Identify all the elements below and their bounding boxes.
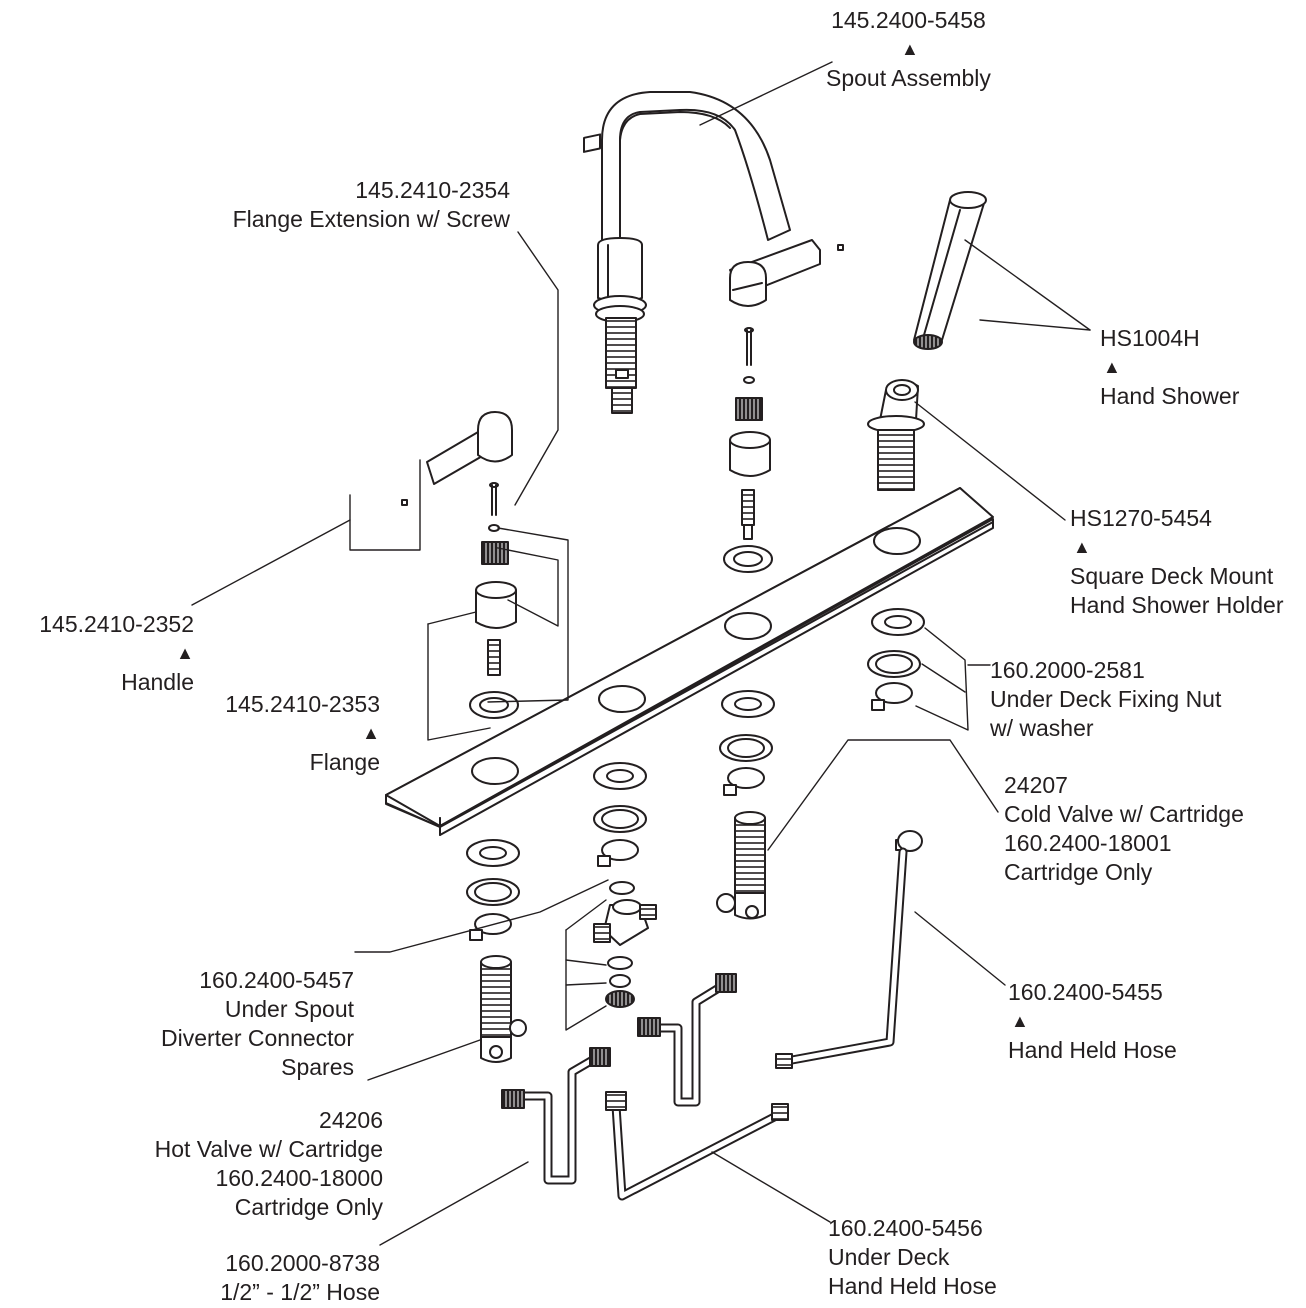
part-number: 160.2000-2581: [990, 657, 1145, 683]
part-description: Cartridge Only: [234, 1194, 383, 1220]
hand-shower: [913, 191, 987, 350]
leader-lines: [191, 61, 1091, 1246]
part-description: Under Deck: [828, 1244, 950, 1270]
callout-spout-assembly: 145.2400-5458▲ Spout Assembly: [826, 6, 991, 93]
part-number: 145.2410-2353▲: [225, 691, 380, 743]
part-description: Spout Assembly: [826, 65, 991, 91]
callout-under-deck-hose: 160.2400-5456 Under Deck Hand Held Hose: [828, 1214, 997, 1301]
cold-handle: [723, 239, 844, 573]
hand-held-hose: [775, 830, 923, 1069]
part-description: Under Spout: [224, 996, 354, 1022]
callout-diverter-connector: 160.2400-5457 Under Spout Diverter Conne…: [161, 966, 354, 1082]
part-number: 160.2400-5457: [199, 967, 354, 993]
part-description: Hand Shower: [1100, 383, 1240, 409]
callout-fixing-nut: 160.2000-2581 Under Deck Fixing Nut w/ w…: [990, 656, 1221, 743]
part-description: Cartridge Only: [1004, 859, 1153, 885]
part-description: Hot Valve w/ Cartridge: [154, 1136, 383, 1162]
callout-half-inch-hose: 160.2000-8738 1/2” - 1/2” Hose: [220, 1249, 380, 1307]
part-number: 145.2410-2354: [355, 177, 510, 203]
part-number: 160.2000-8738: [225, 1250, 380, 1276]
part-description: 160.2400-18001: [1004, 830, 1172, 856]
callout-flange-extension: 145.2410-2354 Flange Extension w/ Screw: [233, 176, 510, 234]
under-deck-hose: [605, 1091, 789, 1201]
spout-assembly: [583, 91, 791, 414]
part-description: Cold Valve w/ Cartridge: [1004, 801, 1244, 827]
part-description: Square Deck Mount: [1070, 563, 1274, 589]
half-inch-hose-right: [637, 973, 737, 1107]
deck-plate: [385, 487, 994, 836]
callout-handle: 145.2410-2352▲ Handle: [39, 610, 194, 697]
part-description: Hand Held Hose: [1008, 1037, 1177, 1063]
callout-flange: 145.2410-2353▲ Flange: [225, 690, 380, 777]
part-description: Under Deck Fixing Nut: [990, 686, 1222, 712]
part-description: Flange: [309, 749, 380, 775]
hand-shower-holder: [867, 379, 925, 491]
callout-hand-shower-holder: HS1270-5454▲ Square Deck Mount Hand Show…: [1070, 504, 1284, 620]
hot-valve: [480, 955, 527, 1063]
part-number: 145.2410-2352▲: [39, 611, 194, 663]
part-description: Spares: [281, 1054, 354, 1080]
cold-valve: [716, 811, 766, 920]
part-description: Handle: [121, 669, 194, 695]
part-number: HS1270-5454▲: [1070, 505, 1212, 557]
callout-hot-valve: 24206 Hot Valve w/ Cartridge 160.2400-18…: [155, 1106, 383, 1222]
half-inch-hose-left: [501, 1047, 611, 1185]
part-description: Diverter Connector: [160, 1025, 354, 1051]
fixing-nut-stacks: [466, 608, 925, 941]
hot-handle: [401, 411, 519, 719]
part-number: 24206: [319, 1107, 383, 1133]
part-number: 145.2400-5458▲: [831, 7, 986, 59]
part-number: 160.2400-5455▲: [1008, 979, 1163, 1031]
part-description: 160.2400-18000: [215, 1165, 383, 1191]
part-number: 160.2400-5456: [828, 1215, 983, 1241]
callout-hand-held-hose: 160.2400-5455▲ Hand Held Hose: [1008, 978, 1177, 1065]
callout-cold-valve: 24207 Cold Valve w/ Cartridge 160.2400-1…: [1004, 771, 1244, 887]
diverter-connector: [593, 881, 657, 1008]
part-description: w/ washer: [990, 715, 1094, 741]
part-description: Hand Held Hose: [828, 1273, 997, 1299]
part-description: Flange Extension w/ Screw: [232, 206, 510, 232]
part-number: 24207: [1004, 772, 1068, 798]
callout-hand-shower: HS1004H▲ Hand Shower: [1100, 324, 1239, 411]
part-number: HS1004H▲: [1100, 325, 1200, 377]
part-description: Hand Shower Holder: [1070, 592, 1284, 618]
part-description: 1/2” - 1/2” Hose: [220, 1279, 380, 1305]
